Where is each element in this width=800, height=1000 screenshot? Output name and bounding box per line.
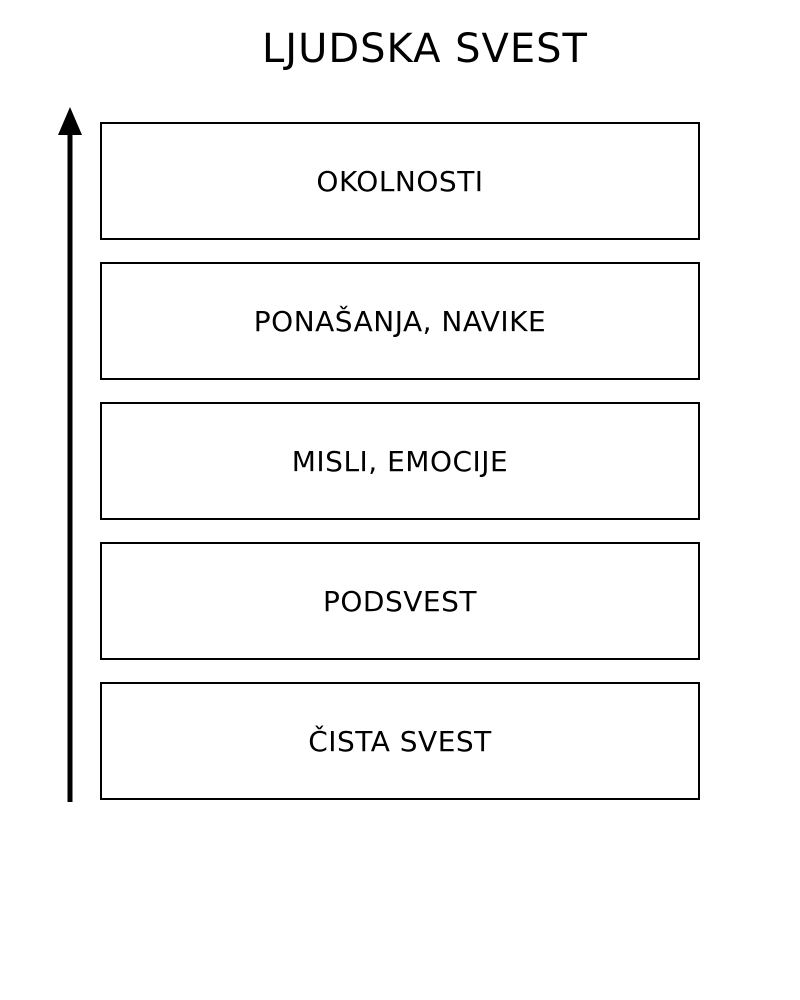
up-arrow-icon	[56, 105, 84, 805]
layers-stack: OKOLNOSTI PONAŠANJA, NAVIKE MISLI, EMOCI…	[100, 122, 700, 800]
layer-box-ponasanja-navike: PONAŠANJA, NAVIKE	[100, 262, 700, 380]
layer-box-podsvest: PODSVEST	[100, 542, 700, 660]
layer-box-cista-svest: ČISTA SVEST	[100, 682, 700, 800]
page-title: LJUDSKA SVEST	[261, 26, 588, 72]
layer-box-okolnosti: OKOLNOSTI	[100, 122, 700, 240]
up-arrow-graphic	[58, 107, 82, 802]
layer-box-misli-emocije: MISLI, EMOCIJE	[100, 402, 700, 520]
